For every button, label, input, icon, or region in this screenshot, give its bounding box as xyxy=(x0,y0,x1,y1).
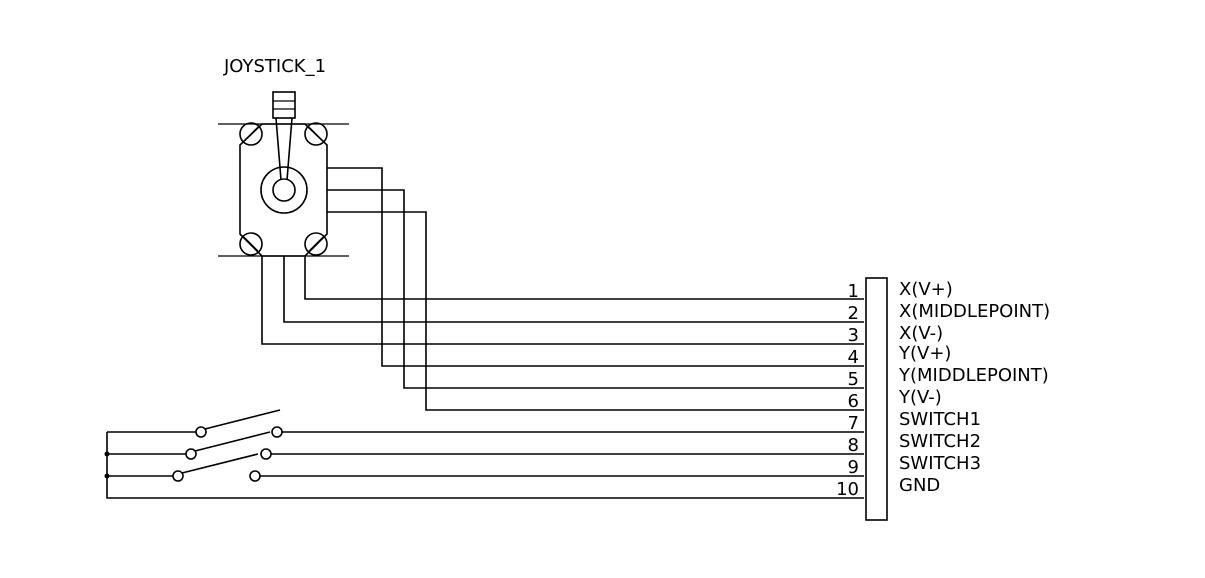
switch-1 xyxy=(107,409,864,438)
joystick-label: JOYSTICK_1 xyxy=(223,56,326,77)
connector-pin-numbers: 1 2 3 4 5 6 7 8 9 10 xyxy=(836,281,859,500)
pin-label: SWITCH3 xyxy=(899,453,981,474)
pin-label: X(V-) xyxy=(899,323,943,344)
wire-pin-4 xyxy=(327,167,864,367)
joystick-stick xyxy=(275,117,293,181)
joystick-gimbal-inner xyxy=(272,178,296,202)
gnd-bus xyxy=(106,432,864,499)
joystick-body xyxy=(239,123,328,257)
pin-label: Y(MIDDLEPOINT) xyxy=(898,365,1049,386)
pin-label: SWITCH1 xyxy=(899,409,981,430)
pin-label: Y(V-) xyxy=(898,387,942,408)
pin-number: 4 xyxy=(848,347,859,368)
screw-bottom-right xyxy=(304,232,328,256)
pin-number: 9 xyxy=(848,457,859,478)
pin-number: 6 xyxy=(848,391,859,412)
pin-label: X(V+) xyxy=(899,279,953,300)
screw-top-left xyxy=(239,122,263,146)
connector-pin-labels: X(V+) X(MIDDLEPOINT) X(V-) Y(V+) Y(MIDDL… xyxy=(898,279,1050,496)
wire-pin-1 xyxy=(304,256,864,300)
pin-number: 2 xyxy=(848,303,859,324)
pin-label: GND xyxy=(899,475,940,496)
junction-dot xyxy=(104,451,110,457)
pin-number: 10 xyxy=(836,479,859,500)
joystick-wires xyxy=(261,167,864,411)
switch-3 xyxy=(107,453,864,482)
junction-dot xyxy=(104,473,110,479)
pin-label: X(MIDDLEPOINT) xyxy=(899,301,1050,322)
joystick-gimbal-outer xyxy=(260,166,308,214)
connector-body xyxy=(865,277,888,521)
wire-pin-3 xyxy=(261,256,864,345)
pin-number: 3 xyxy=(848,325,859,346)
screw-bottom-left xyxy=(239,232,263,256)
pin-number: 1 xyxy=(848,281,859,302)
pin-number: 8 xyxy=(848,435,859,456)
wire-pin-2 xyxy=(283,256,864,323)
wire-pin-5 xyxy=(327,189,864,389)
joystick-symbol xyxy=(218,91,349,257)
switch-2 xyxy=(107,431,864,460)
pin-label: SWITCH2 xyxy=(899,431,981,452)
pin-number: 5 xyxy=(848,369,859,390)
joystick-knob xyxy=(272,91,296,119)
pin-number: 7 xyxy=(848,413,859,434)
pin-label: Y(V+) xyxy=(898,343,951,364)
wire-pin-6 xyxy=(327,211,864,411)
switch-section xyxy=(104,409,864,499)
screw-top-right xyxy=(304,122,328,146)
